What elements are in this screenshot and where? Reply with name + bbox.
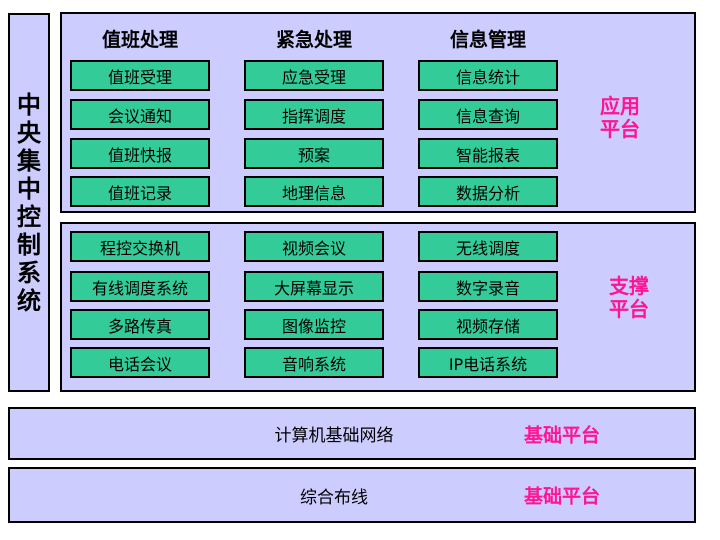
central-control-system-bar: 中央集中控制系统 — [8, 13, 50, 392]
module-block: 视频存储 — [418, 309, 558, 340]
module-block: 值班快报 — [70, 138, 210, 169]
base-platform-cabling-text: 综合布线 — [300, 487, 368, 508]
module-block: 大屏幕显示 — [244, 271, 384, 302]
module-block: 数据分析 — [418, 176, 558, 207]
module-block: 图像监控 — [244, 309, 384, 340]
module-block: IP电话系统 — [418, 347, 558, 378]
module-block: 信息查询 — [418, 99, 558, 130]
module-block: 音响系统 — [244, 347, 384, 378]
base-platform-label: 基础平台 — [524, 485, 601, 508]
module-block: 值班受理 — [70, 60, 210, 91]
base-platform-network-text: 计算机基础网络 — [274, 426, 394, 446]
module-block: 电话会议 — [70, 347, 210, 378]
central-control-system-title: 中央集中控制系统 — [17, 90, 41, 315]
module-block: 值班记录 — [70, 176, 210, 207]
module-block: 智能报表 — [418, 138, 558, 169]
support-platform-label: 支撑平台 — [609, 274, 649, 321]
module-block: 信息统计 — [418, 60, 558, 91]
support-platform-box: 程控交换机 有线调度系统 多路传真 电话会议 视频会议 大屏幕显示 图像监控 音… — [60, 222, 696, 392]
column-header-info: 信息管理 — [449, 29, 526, 51]
module-block: 多路传真 — [70, 309, 210, 340]
module-block: 会议通知 — [70, 99, 210, 130]
module-block: 预案 — [244, 138, 384, 169]
module-block: 地理信息 — [244, 176, 384, 207]
module-block: 有线调度系统 — [70, 271, 210, 302]
base-platform-label: 基础平台 — [524, 424, 601, 446]
module-block: 指挥调度 — [244, 99, 384, 130]
base-platform-cabling-box: 综合布线 基础平台 — [8, 467, 696, 523]
module-block: 应急受理 — [244, 60, 384, 91]
module-block: 无线调度 — [418, 231, 558, 262]
app-platform-box: 值班处理 紧急处理 信息管理 值班受理 会议通知 值班快报 值班记录 应急受理 … — [60, 12, 696, 213]
app-platform-label: 应用平台 — [600, 94, 640, 141]
base-platform-network-box: 计算机基础网络 基础平台 — [8, 407, 696, 460]
module-block: 视频会议 — [244, 231, 384, 262]
module-block: 程控交换机 — [70, 231, 210, 262]
column-header-duty: 值班处理 — [101, 29, 178, 51]
module-block: 数字录音 — [418, 271, 558, 302]
column-header-emergency: 紧急处理 — [275, 29, 352, 51]
